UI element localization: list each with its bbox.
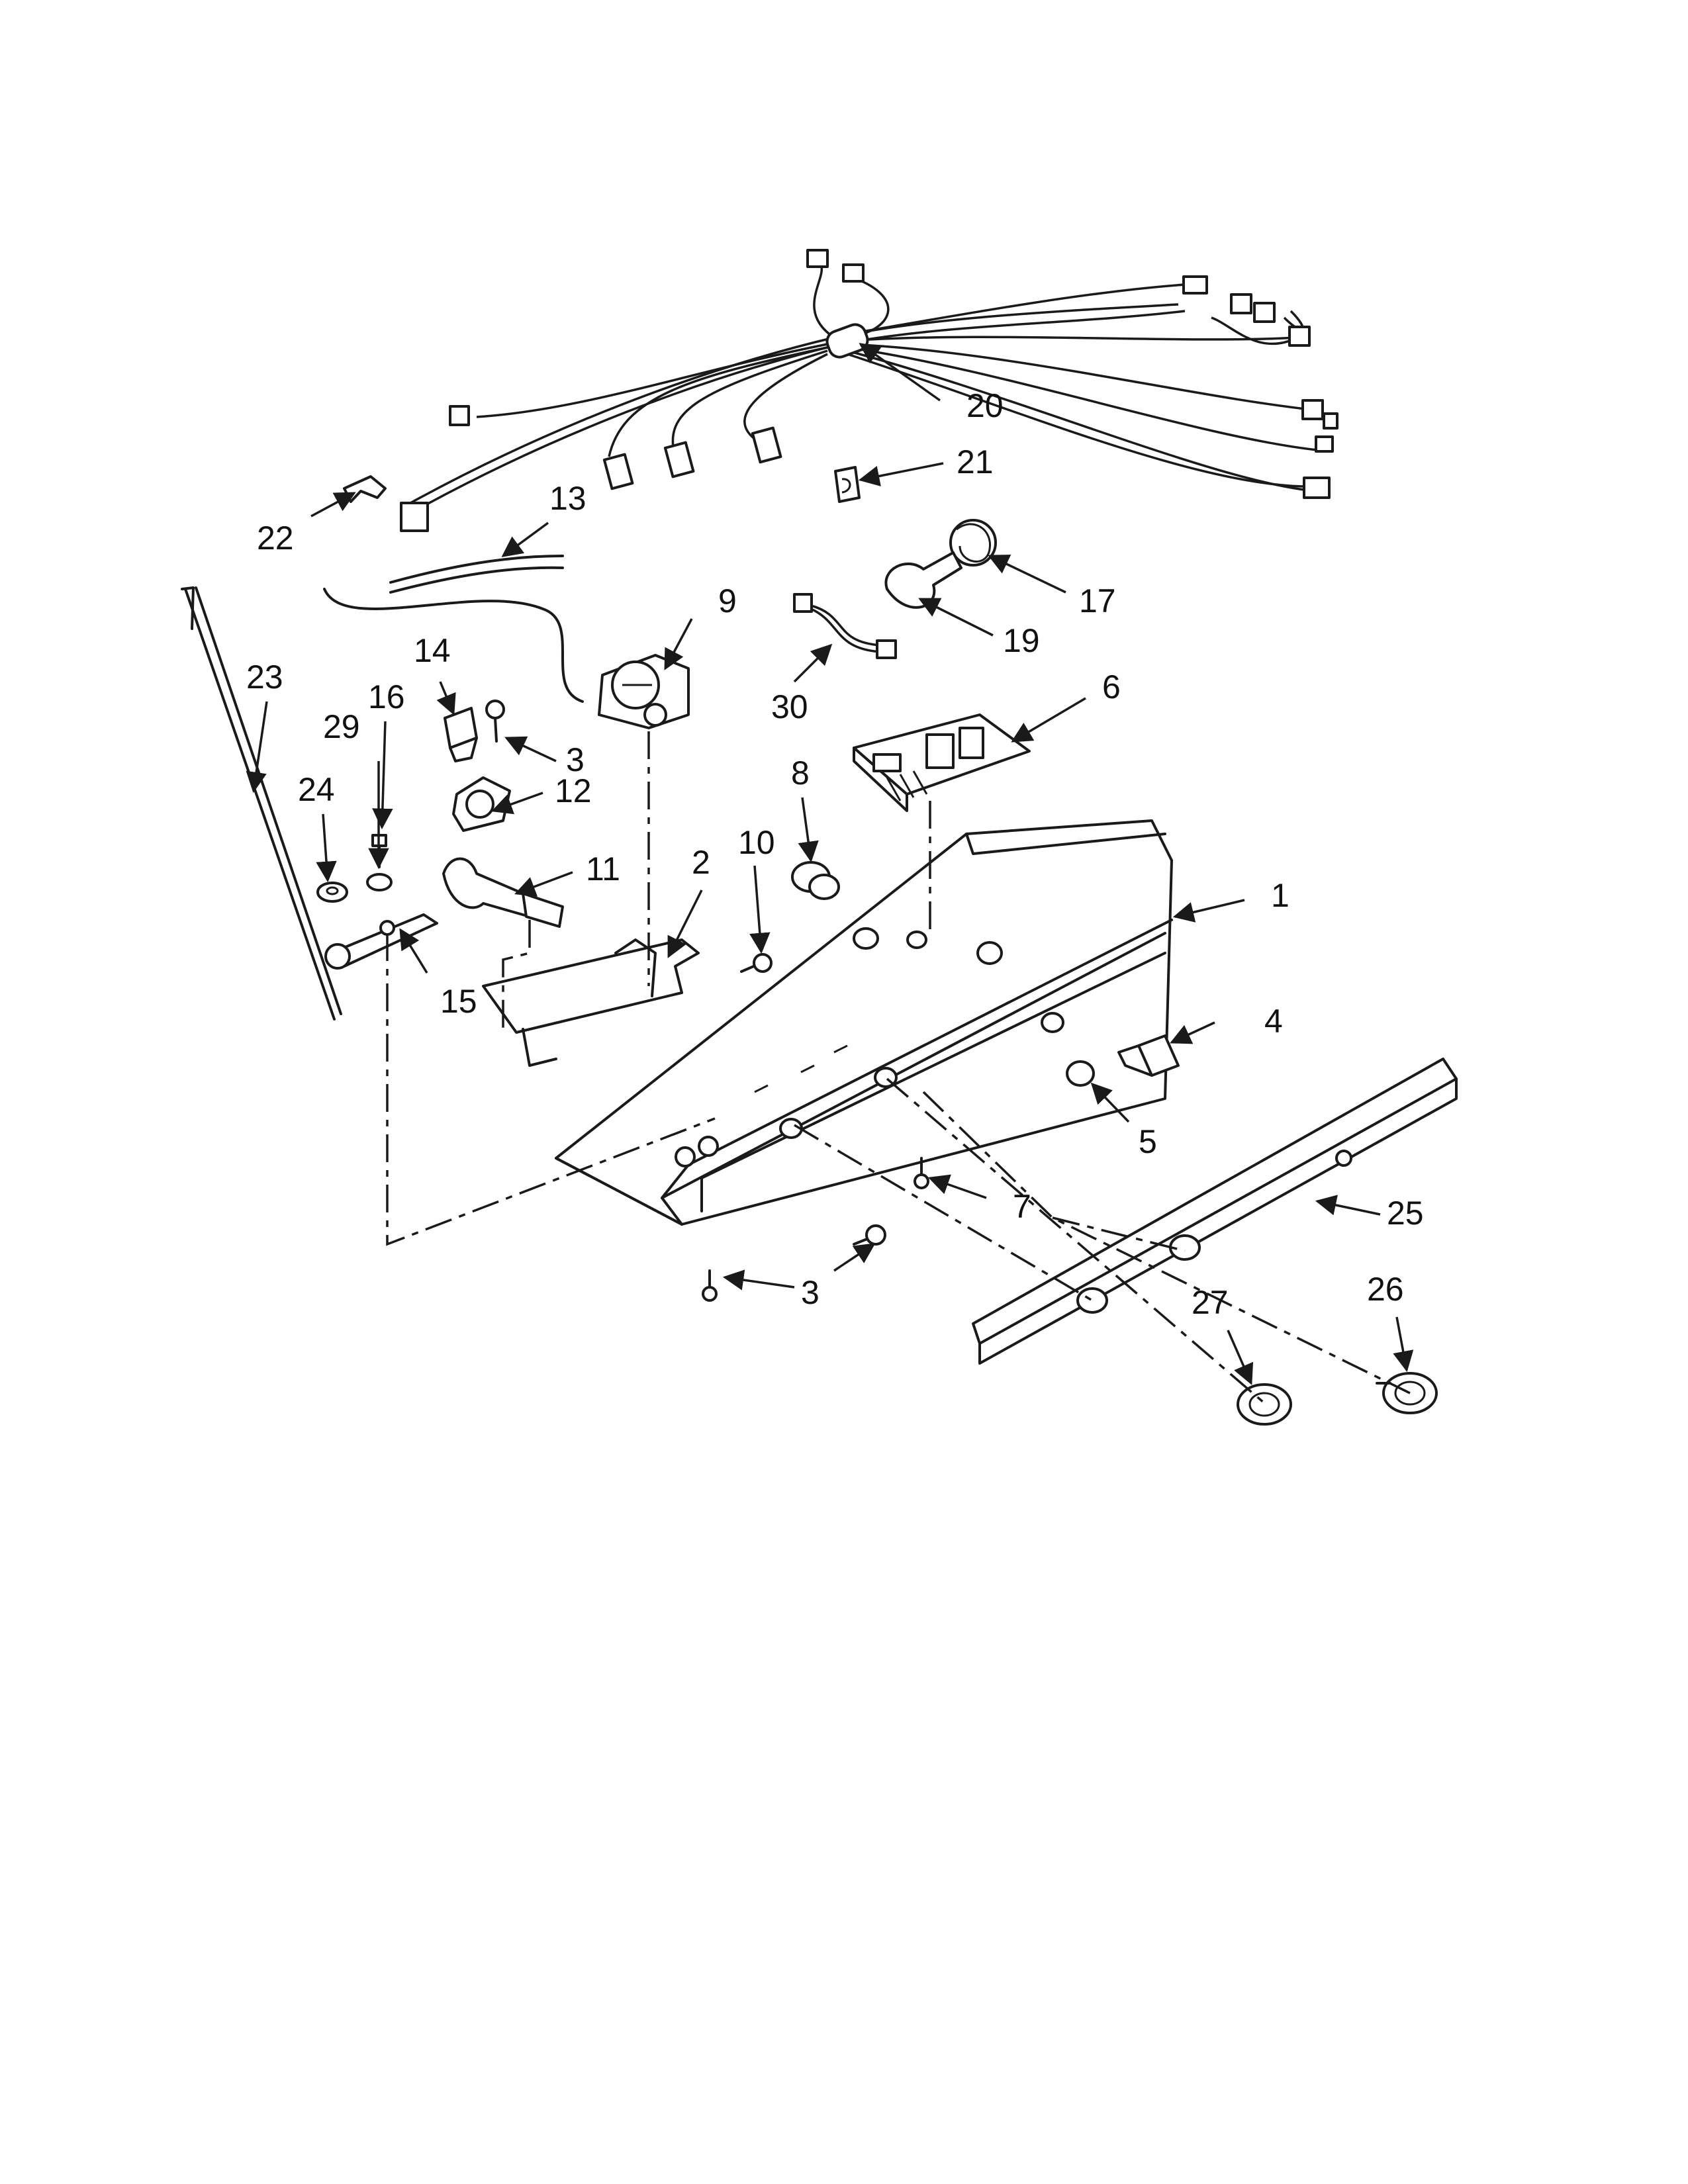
damper-shaft	[442, 857, 564, 928]
screw-3-top	[485, 700, 505, 743]
mounting-bracket	[482, 938, 700, 1067]
callout-23: 23	[246, 659, 283, 696]
actuator-rod	[181, 586, 342, 1021]
grommet	[791, 861, 840, 900]
leader-lines	[246, 343, 1414, 1385]
damper-lever	[324, 913, 438, 970]
knob-27	[1237, 1383, 1292, 1426]
callout-20: 20	[966, 387, 1004, 424]
callout-19: 19	[1003, 622, 1040, 659]
button-5	[1066, 1060, 1095, 1087]
wire-jumper	[793, 593, 897, 659]
callout-3-top: 3	[566, 741, 585, 778]
callout-labels: 1 2 3 3 4 5 6 7 8 9 10 11 12 13 14 15 16…	[246, 387, 1424, 1321]
harness-clip	[834, 466, 861, 503]
callout-6: 6	[1102, 668, 1121, 705]
callout-5: 5	[1139, 1123, 1157, 1160]
trim-strip	[972, 1058, 1458, 1365]
callout-30: 30	[771, 688, 808, 725]
callout-12: 12	[555, 772, 592, 809]
wire-clip	[343, 475, 387, 503]
callout-14: 14	[414, 632, 451, 669]
callout-24: 24	[298, 771, 335, 808]
washer-29	[366, 873, 393, 891]
callout-15: 15	[440, 983, 477, 1020]
callout-27: 27	[1192, 1284, 1229, 1321]
callout-22: 22	[257, 520, 294, 557]
light-bulb	[884, 551, 962, 609]
wire-harness	[400, 249, 1338, 532]
damper-bracket	[452, 776, 511, 832]
callout-7: 7	[1013, 1188, 1031, 1225]
light-socket	[949, 519, 997, 567]
callout-25: 25	[1387, 1195, 1424, 1232]
washer-24	[316, 882, 348, 903]
screw-3-mid	[853, 1224, 886, 1246]
callout-21: 21	[957, 443, 994, 480]
assembly-lines	[386, 731, 1411, 1404]
control-housing	[555, 819, 1173, 1226]
callout-16: 16	[368, 678, 405, 715]
damper-clip	[444, 707, 478, 762]
callout-3-bottom: 3	[801, 1274, 820, 1311]
callout-29: 29	[323, 708, 360, 745]
tube	[323, 555, 584, 703]
callout-8: 8	[791, 754, 810, 792]
screw-7	[914, 1157, 929, 1189]
callout-17: 17	[1079, 582, 1116, 619]
switch-4	[1117, 1034, 1180, 1077]
thermostat-control	[598, 654, 690, 729]
control-board	[853, 713, 1031, 812]
callout-10: 10	[738, 824, 775, 861]
callout-2: 2	[692, 844, 710, 881]
screw-3-bottom	[702, 1269, 718, 1302]
callout-1: 1	[1271, 877, 1289, 914]
callout-4: 4	[1264, 1003, 1283, 1040]
callout-26: 26	[1367, 1271, 1404, 1308]
callout-13: 13	[549, 480, 586, 517]
screw-10	[740, 953, 773, 973]
callout-9: 9	[718, 582, 737, 619]
callout-11: 11	[586, 850, 620, 887]
knob-26	[1376, 1372, 1438, 1414]
